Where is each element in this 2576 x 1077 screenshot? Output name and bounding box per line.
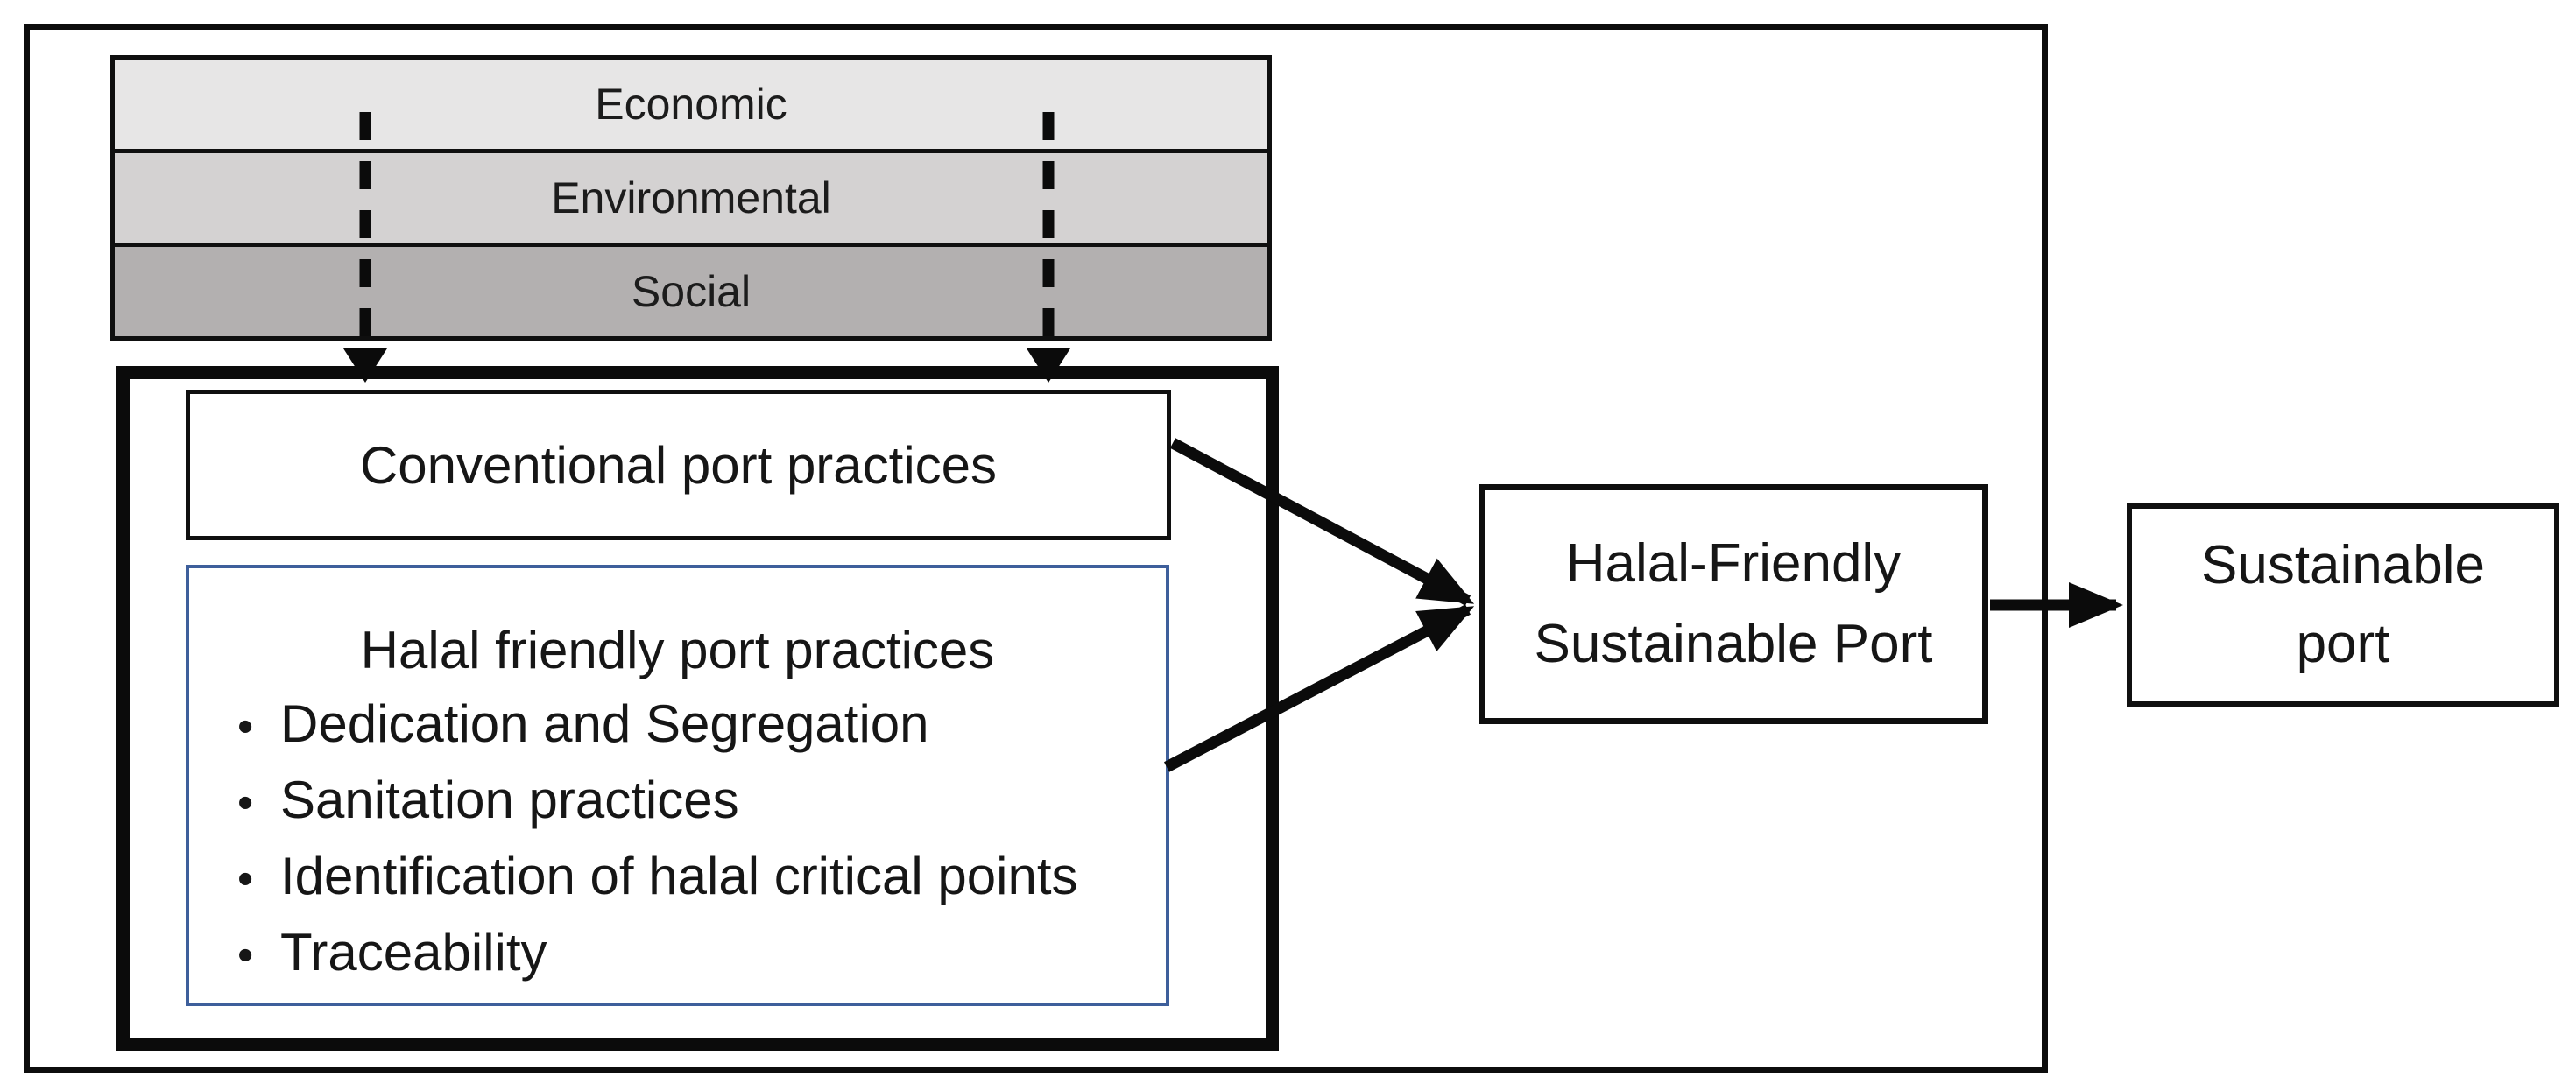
- halal-practices-bullet-list: • Dedication and Segregation • Sanitatio…: [189, 687, 1166, 992]
- list-item: • Dedication and Segregation: [189, 687, 1166, 764]
- halal-friendly-line2: Sustainable Port: [1534, 614, 1933, 674]
- halal-practices-title: Halal friendly port practices: [360, 621, 995, 679]
- halal-practices-box: Halal friendly port practices • Dedicati…: [186, 565, 1169, 1006]
- sustainable-port-line1: Sustainable: [2200, 535, 2486, 595]
- halal-friendly-line1: Halal-Friendly: [1565, 533, 1902, 594]
- sustainable-port-line2: port: [2296, 614, 2390, 674]
- bullet-icon: •: [237, 930, 254, 981]
- bullet-text-traceability: Traceability: [280, 923, 547, 982]
- conventional-practices-label: Conventional port practices: [359, 435, 998, 495]
- bullet-icon: •: [237, 778, 254, 828]
- pillar-stack: Economic Environmental Social: [110, 55, 1272, 341]
- pillar-label-social: Social: [631, 267, 752, 316]
- pillar-bar-economic: Economic: [110, 55, 1272, 153]
- bullet-icon: •: [237, 701, 254, 752]
- outer-frame: [24, 24, 2048, 1073]
- bullet-icon: •: [237, 854, 254, 905]
- bullet-text-sanitation: Sanitation practices: [280, 771, 739, 829]
- list-item: • Sanitation practices: [189, 764, 1166, 840]
- bullet-text-halal-critical-points: Identification of halal critical points: [280, 847, 1078, 905]
- halal-friendly-sustainable-port-box: Halal-Friendly Sustainable Port: [1479, 484, 1988, 724]
- pillar-bar-environmental: Environmental: [110, 149, 1272, 247]
- bullet-text-dedication-segregation: Dedication and Segregation: [280, 694, 929, 753]
- pillar-bar-social: Social: [110, 243, 1272, 341]
- conventional-practices-box: Conventional port practices: [186, 390, 1171, 540]
- list-item: • Traceability: [189, 916, 1166, 992]
- list-item: • Identification of halal critical point…: [189, 840, 1166, 916]
- sustainable-port-box: Sustainable port: [2127, 503, 2559, 707]
- pillar-label-environmental: Environmental: [551, 173, 831, 222]
- pillar-label-economic: Economic: [595, 80, 787, 129]
